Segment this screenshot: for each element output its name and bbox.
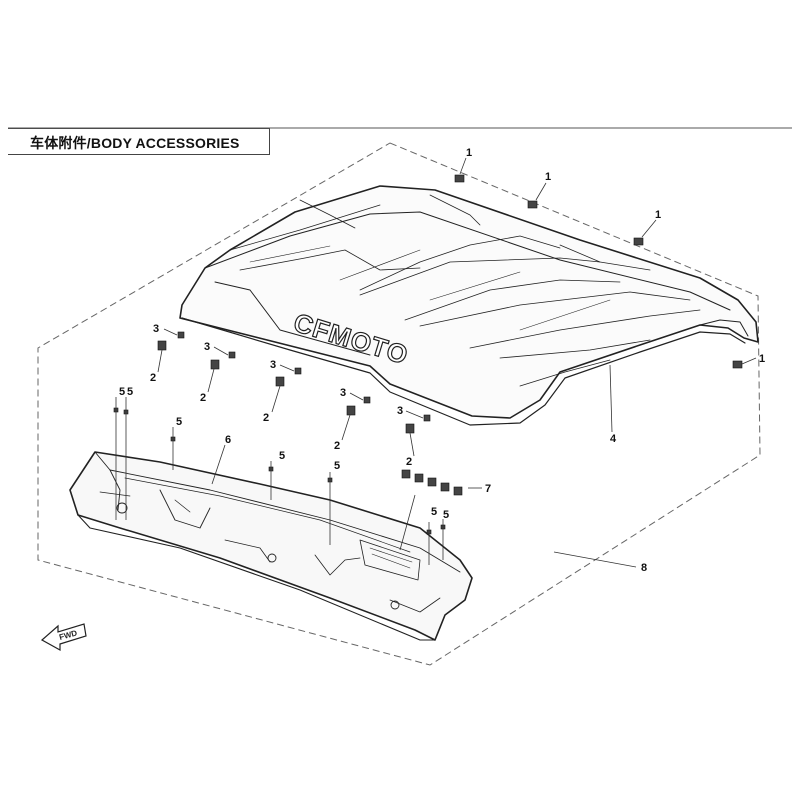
callout-7: 7 [485,483,491,495]
screw-3c [294,367,302,375]
callout-8: 8 [641,562,647,574]
nut-1d [732,360,743,369]
clip-2d [346,405,356,416]
clip-2b [210,359,220,370]
callout-2b: 2 [200,392,206,404]
callout-1a: 1 [466,147,472,159]
callout-1c: 1 [655,209,661,221]
callout-2c: 2 [263,412,269,424]
clip-2a [157,340,167,351]
clip-2c [275,376,285,387]
screw-3d [363,396,371,404]
clip-7b [414,473,424,483]
callout-5a: 5 [119,386,125,398]
clip-2e [405,423,415,434]
fasteners [113,174,743,535]
callout-2d: 2 [334,440,340,452]
clip-7c [427,477,437,487]
roof-panel [179,185,759,426]
callout-3e: 3 [397,405,403,417]
callout-4: 4 [610,433,617,445]
leader-lines [115,157,757,568]
callout-2a: 2 [150,372,156,384]
callout-3c: 3 [270,359,276,371]
callouts: 1 1 1 1 2 2 2 2 2 3 3 3 3 3 4 5 5 5 5 5 … [119,147,765,574]
screw-3e [423,414,431,422]
callout-1d: 1 [759,353,765,365]
nut-1a [454,174,465,183]
callout-6: 6 [225,434,231,446]
callout-5f: 5 [431,506,437,518]
callout-5g: 5 [443,509,449,521]
callout-5c: 5 [176,416,182,428]
callout-1b: 1 [545,171,551,183]
callout-5d: 5 [279,450,285,462]
clip-7e [453,486,463,496]
fwd-arrow: FWD [40,623,87,652]
callout-2e: 2 [406,456,412,468]
callout-3d: 3 [340,387,346,399]
nut-1c [633,237,644,246]
callout-3a: 3 [153,323,159,335]
title-box: 车体附件/BODY ACCESSORIES [8,128,270,155]
callout-5b: 5 [127,386,133,398]
screw-3a [177,331,185,339]
clip-7d [440,482,450,492]
callout-3b: 3 [204,341,210,353]
nut-1b [527,200,538,209]
diagram-title: 车体附件/BODY ACCESSORIES [30,135,240,151]
callout-5e: 5 [334,460,340,472]
clip-7a [401,469,411,479]
assembly-boundary [37,142,761,666]
screw-3b [228,351,236,359]
